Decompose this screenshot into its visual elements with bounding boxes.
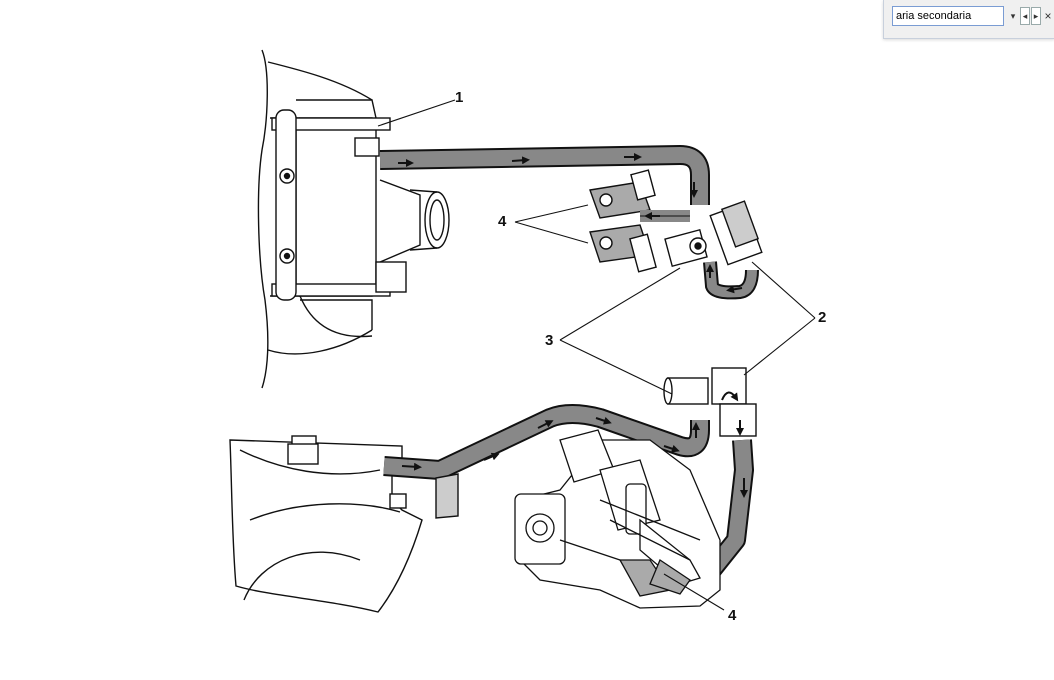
triangle-right-icon[interactable]: ▸ — [1031, 7, 1041, 25]
close-icon[interactable]: × — [1044, 9, 1052, 23]
callout-4-bottom: 4 — [728, 607, 737, 624]
bottom-throttle-body — [514, 429, 721, 609]
triangle-left-icon[interactable]: ◂ — [1020, 7, 1030, 25]
top-hose-airbox-to-valve — [379, 145, 710, 205]
top-air-cut-valve — [664, 200, 763, 300]
top-airbox-assembly — [257, 49, 450, 389]
callout-4-top: 4 — [498, 213, 507, 230]
caret-down-icon[interactable]: ▾ — [1010, 10, 1016, 21]
top-reed-valves — [589, 169, 690, 273]
callout-leader-lines — [377, 99, 816, 611]
find-input[interactable] — [892, 6, 1004, 26]
bottom-airbox-assembly — [229, 435, 423, 613]
find-bar: ▾ ◂ ▸ × — [883, 0, 1054, 39]
bottom-air-cut-valve — [663, 367, 757, 577]
bottom-hose-airbox-to-valve — [383, 404, 710, 519]
callout-2: 2 — [818, 309, 827, 326]
callout-1: 1 — [455, 89, 464, 106]
callout-3: 3 — [545, 332, 554, 349]
